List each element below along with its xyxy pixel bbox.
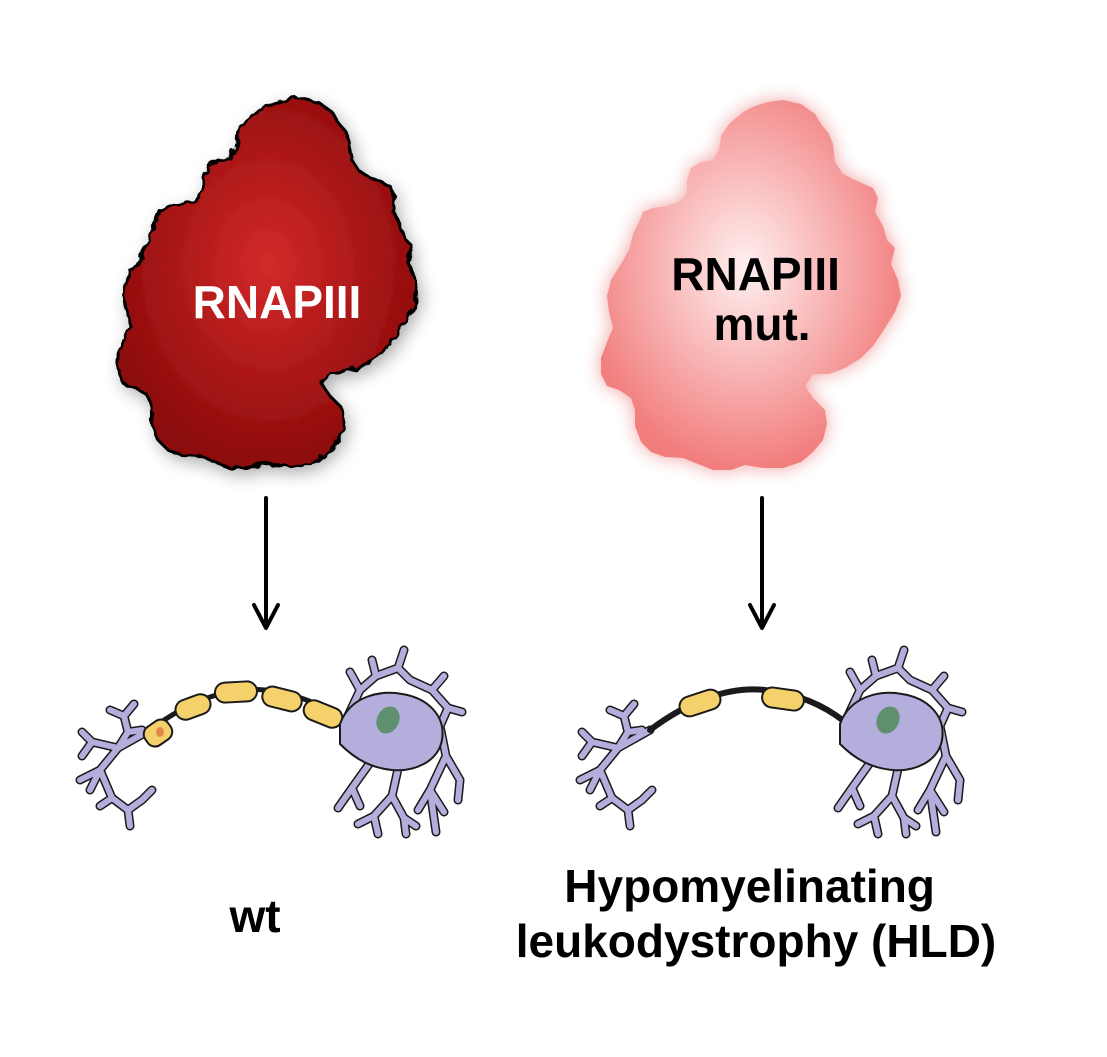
outcome-label-line: wt	[228, 890, 280, 942]
schwann-nucleus	[156, 727, 164, 737]
myelin-sheaths	[678, 686, 805, 718]
outcome-label-line: leukodystrophy (HLD)	[516, 915, 996, 967]
arrow-down-icon	[252, 496, 280, 630]
neuron-wt-icon	[80, 650, 462, 834]
arrow-down-icon	[748, 496, 776, 630]
protein-label-line: RNAPIII	[193, 276, 362, 328]
mut-panel: RNAPIII mut. Hypomyelinating leukodystro…	[516, 100, 996, 967]
outcome-label-hld: Hypomyelinating leukodystrophy (HLD)	[516, 860, 996, 967]
neuron-hld-icon	[580, 650, 962, 834]
protein-label-wt: RNAPIII	[193, 276, 362, 328]
outcome-label-line: Hypomyelinating	[564, 860, 935, 912]
protein-label-line: RNAPIII	[671, 248, 840, 300]
myelin-sheaths	[142, 680, 344, 748]
protein-label-line: mut.	[713, 298, 810, 350]
protein-label-mut: RNAPIII mut.	[671, 248, 852, 350]
wt-panel: RNAPIII wt	[80, 96, 462, 942]
outcome-label-wt: wt	[228, 890, 280, 942]
rnapiii-wt-protein: RNAPIII	[116, 96, 422, 474]
